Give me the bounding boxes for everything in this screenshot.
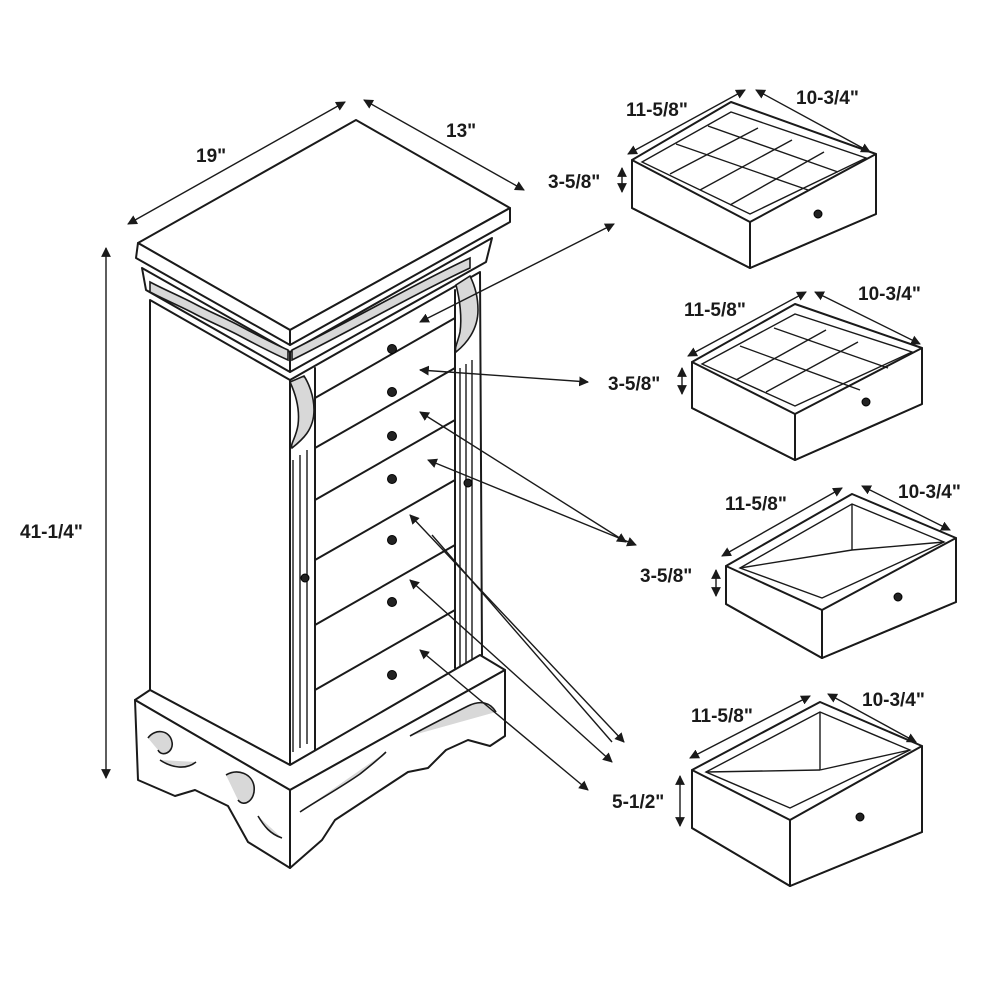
drawer-4-height-label: 5-1/2" (612, 792, 664, 813)
drawer-detail-1: 11-5/8" 10-3/4" 3-5/8" (548, 88, 877, 269)
drawer-2-height-label: 3-5/8" (608, 374, 660, 395)
drawer-leader-arrows (409, 223, 637, 791)
drawer-4-depth-label: 11-5/8" (691, 706, 753, 727)
cabinet-depth-label: 13" (446, 121, 476, 142)
cabinet-height-label: 41-1/4" (20, 522, 83, 543)
drawer-3-depth-label: 11-5/8" (725, 494, 787, 515)
drawer-detail-2: 11-5/8" 10-3/4" 3-5/8" (608, 284, 923, 461)
drawer-1-depth-label: 11-5/8" (626, 100, 688, 121)
drawer-detail-4: 11-5/8" 10-3/4" 5-1/2" (612, 690, 925, 887)
drawer-4-width-label: 10-3/4" (862, 690, 925, 711)
drawer-2-depth-label: 11-5/8" (684, 300, 746, 321)
cabinet-width-arrow (127, 101, 346, 225)
drawer-3-width-label: 10-3/4" (898, 482, 961, 503)
drawer-1-width-label: 10-3/4" (796, 88, 859, 109)
drawer-3-height-label: 3-5/8" (640, 566, 692, 587)
drawer-2-width-label: 10-3/4" (858, 284, 921, 305)
drawer-1-height-label: 3-5/8" (548, 172, 600, 193)
drawer-detail-3: 11-5/8" 10-3/4" 3-5/8" (640, 482, 961, 659)
armoire-cabinet (134, 119, 511, 869)
cabinet-depth-arrow (363, 99, 525, 191)
cabinet-width-label: 19" (196, 146, 226, 167)
